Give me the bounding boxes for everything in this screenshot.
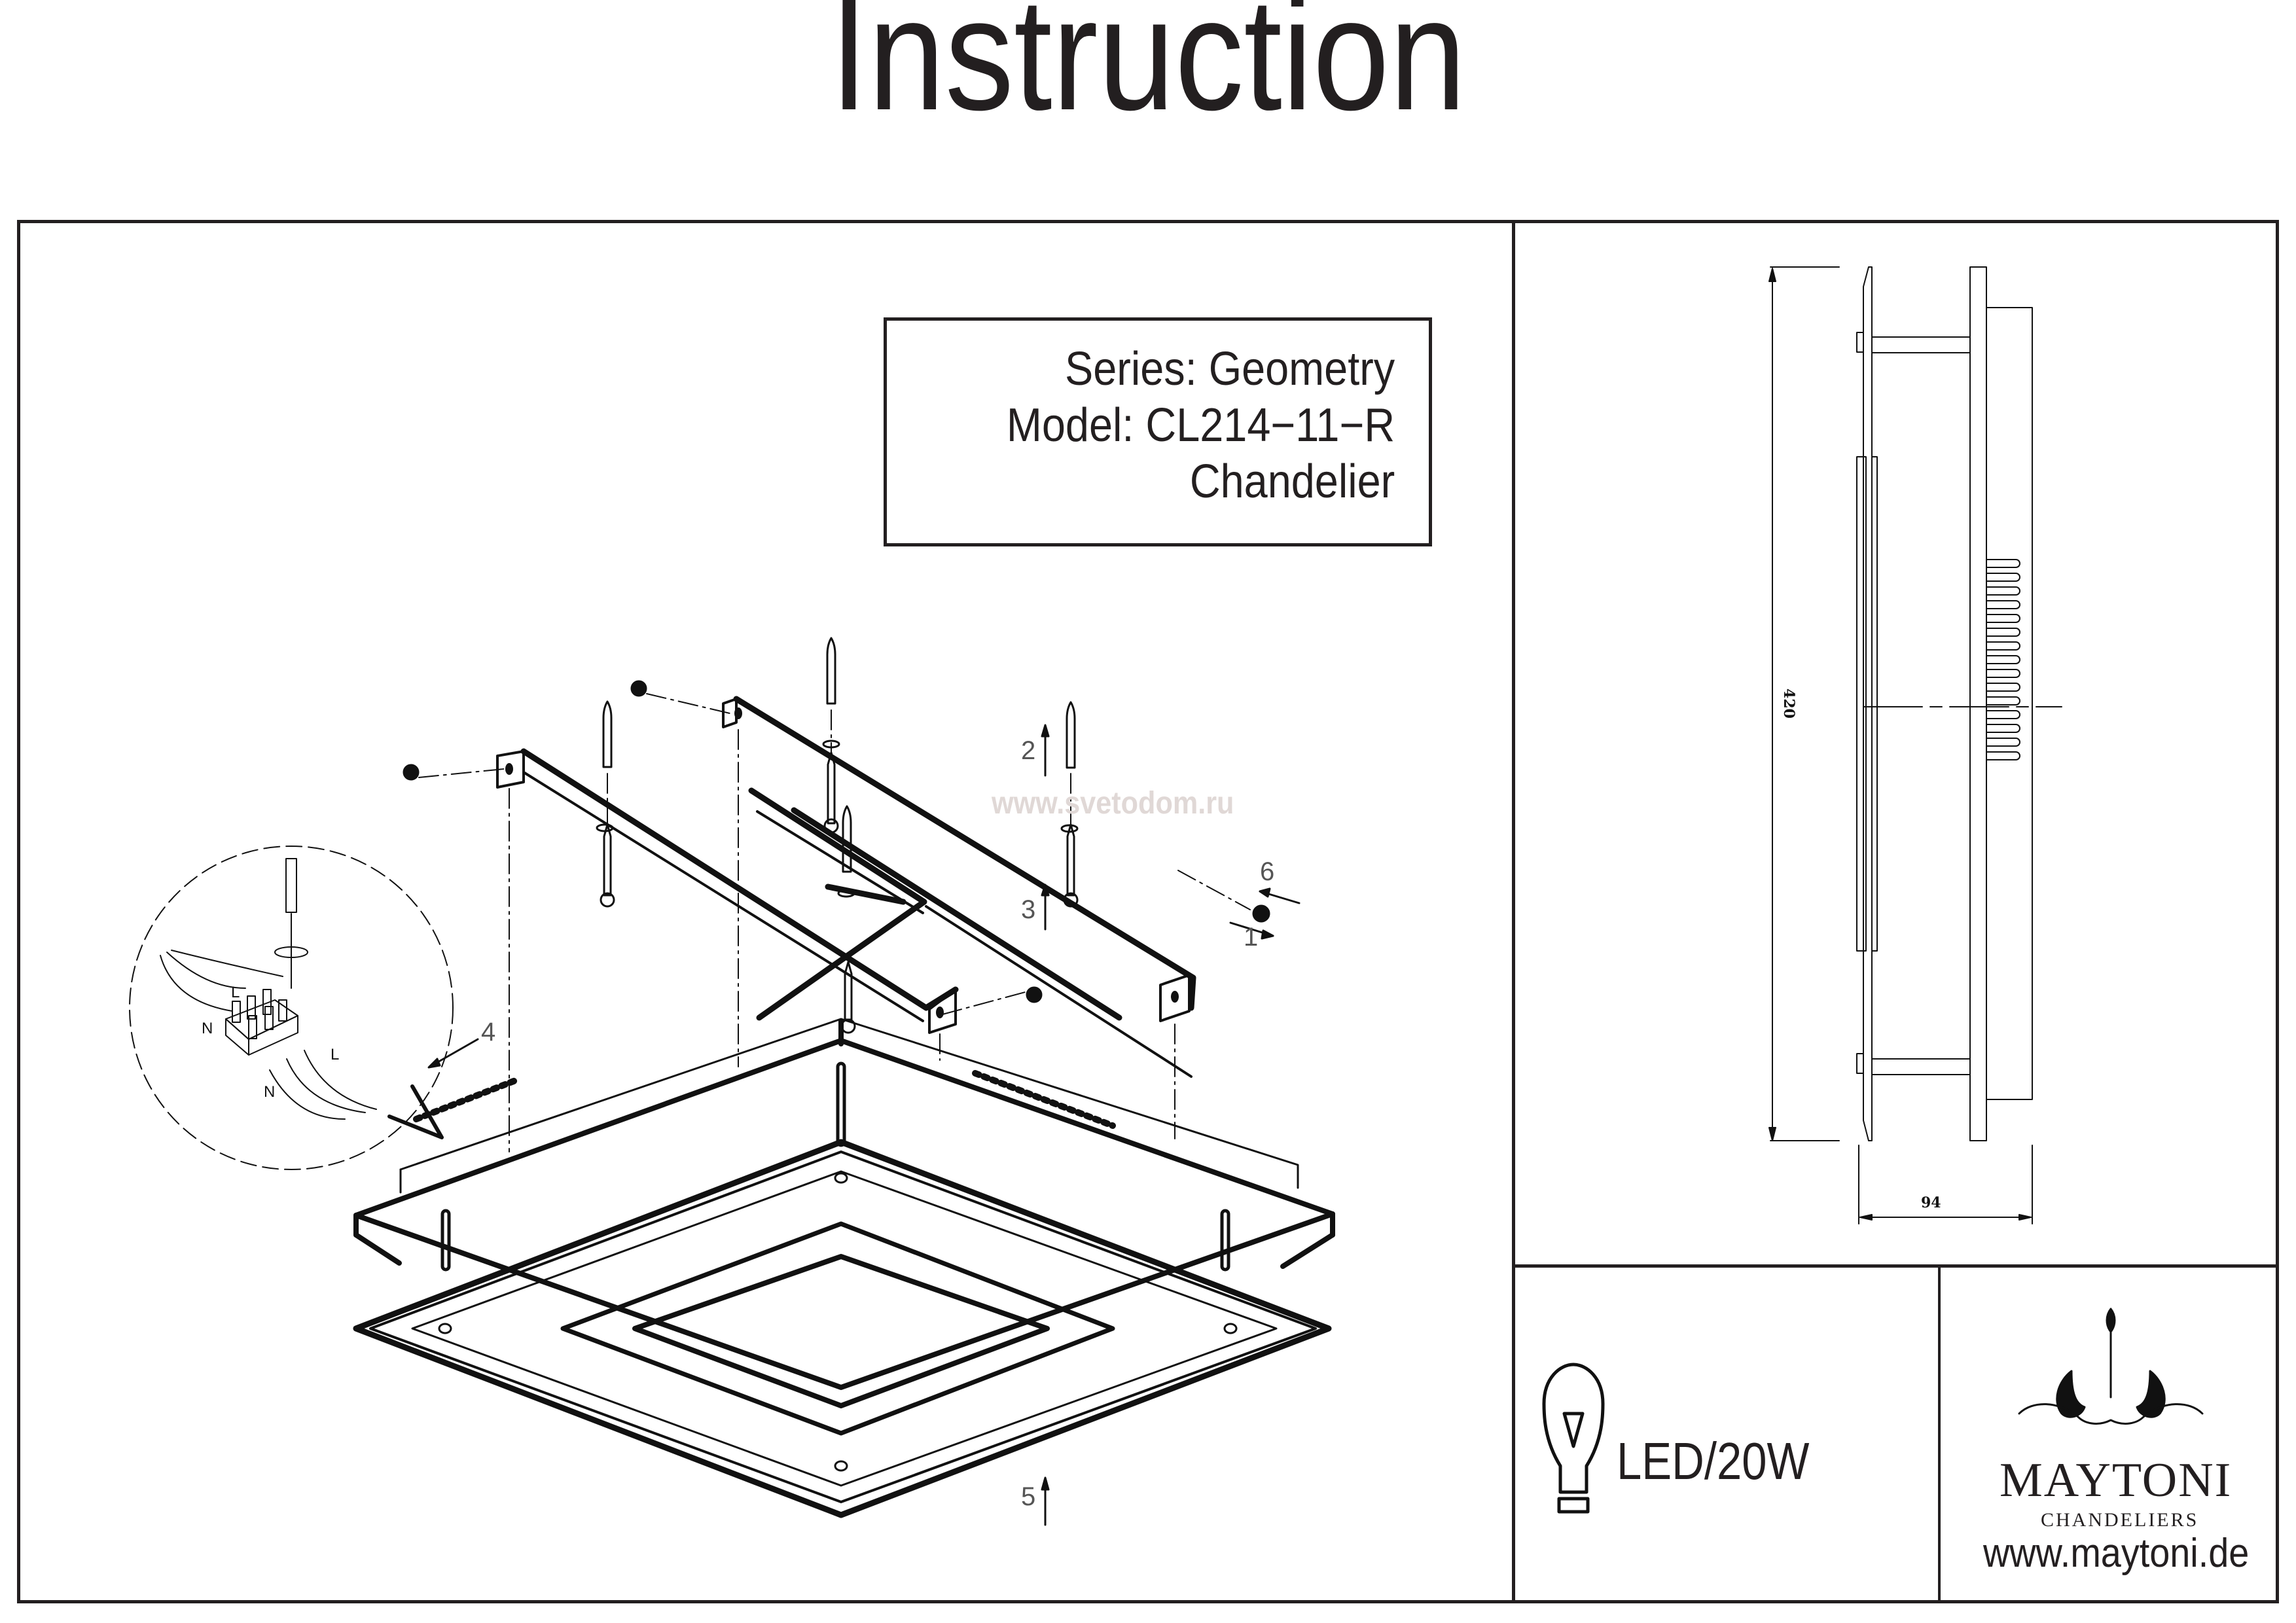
page-title: Instruction — [829, 0, 1467, 143]
alignment-lines — [418, 693, 1251, 1152]
wiring-detail — [160, 858, 377, 1120]
depth-dimension: 94 — [1921, 1194, 1941, 1211]
chandelier-logo-icon — [2018, 1308, 2204, 1425]
watermark: www.svetodom.ru — [992, 786, 1234, 821]
brand-website: www.maytoni.de — [1983, 1531, 2250, 1576]
wiring-detail-circle — [129, 846, 454, 1170]
brand-subtitle: CHANDELIERS — [2041, 1509, 2199, 1531]
bolts — [403, 680, 1270, 1003]
drawing-frame — [17, 220, 2279, 1603]
product-info-box: Series: Geometry Model: CL214−11−R Chand… — [884, 317, 1432, 546]
model-label: Model: CL214−11−R — [1006, 399, 1395, 452]
frame-divider-horizontal — [1512, 1264, 2279, 1268]
mounting-bracket — [520, 696, 1196, 1021]
frame-divider-vertical — [1512, 220, 1515, 1603]
screws — [600, 751, 1079, 1034]
heat-sink-fins — [413, 1070, 1116, 1129]
side-view-fins — [1986, 559, 2020, 760]
step-label-4: 4 — [481, 1018, 496, 1046]
frame-divider-footer — [1938, 1264, 1941, 1603]
lamp-base-plate — [353, 1018, 1335, 1390]
brand-name: MAYTONI — [2000, 1454, 2233, 1507]
bracket-holes — [505, 707, 1179, 1018]
wire-label-neutral-2: N — [264, 1083, 276, 1101]
wire-label-live-1: L — [231, 984, 240, 1001]
light-bulb-icon — [1542, 1363, 1605, 1514]
step-label-6: 6 — [1260, 857, 1275, 886]
step-arrows — [427, 724, 1300, 1526]
wire-label-live-2: L — [331, 1046, 340, 1063]
pointer-lines — [387, 1084, 444, 1139]
glass-studs — [438, 1172, 1238, 1472]
series-label: Series: Geometry — [1064, 343, 1395, 395]
side-view-drawing — [1768, 266, 2062, 1224]
lamp-spec: LED/20W — [1617, 1432, 1810, 1490]
step-label-1: 1 — [1244, 923, 1259, 952]
glass-diffuser — [353, 1139, 1332, 1518]
step-label-3: 3 — [1021, 895, 1036, 924]
height-dimension: 420 — [1780, 688, 1797, 719]
wire-label-neutral-1: N — [202, 1020, 213, 1037]
wall-plugs — [602, 637, 1076, 873]
support-rods — [440, 1061, 1230, 1272]
step-label-2: 2 — [1021, 736, 1036, 765]
product-type-label: Chandelier — [1189, 455, 1395, 508]
step-label-5: 5 — [1021, 1482, 1036, 1511]
